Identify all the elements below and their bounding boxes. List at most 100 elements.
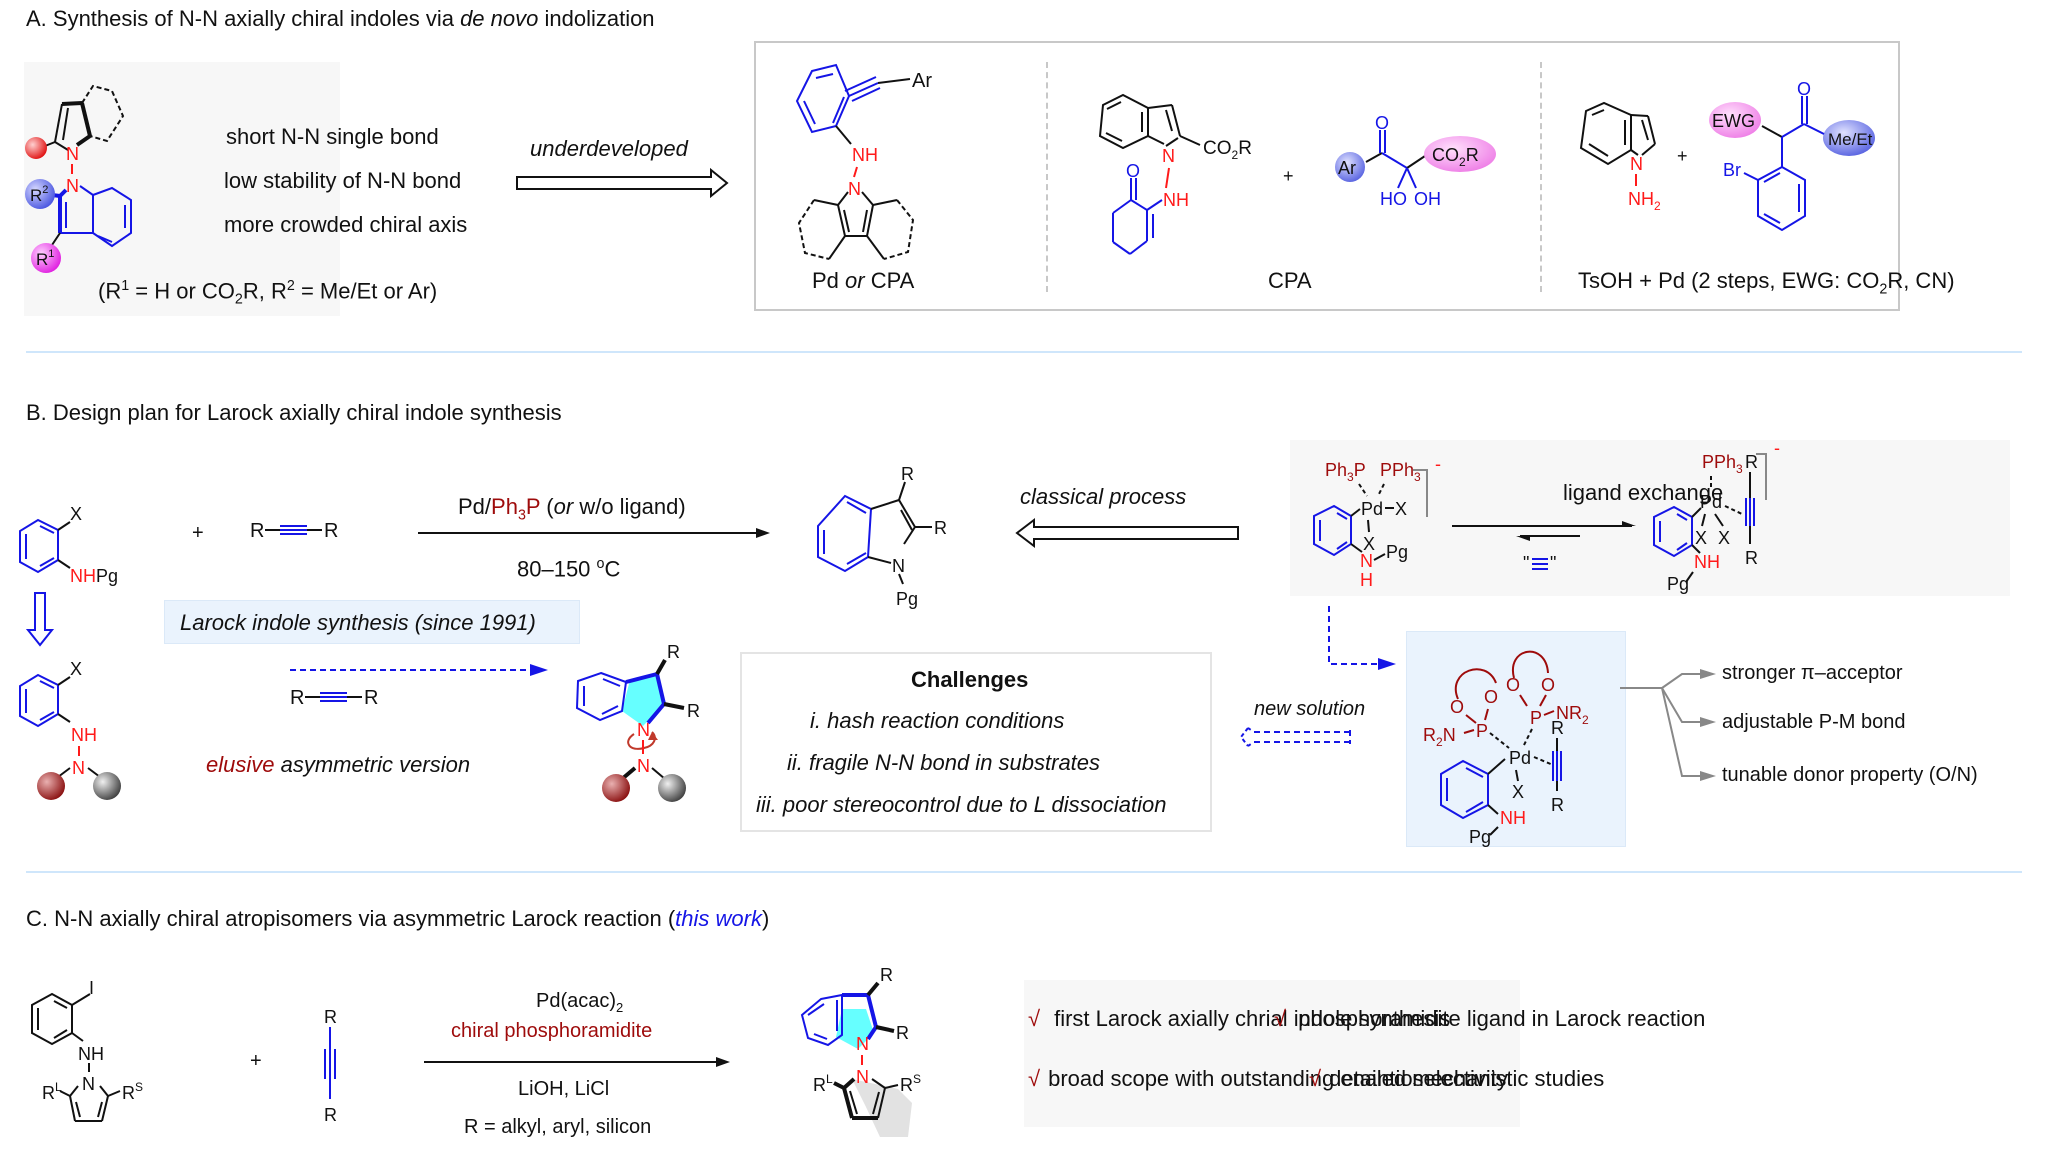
svg-text:X: X bbox=[1695, 528, 1707, 548]
svg-text:NH: NH bbox=[1694, 552, 1720, 572]
highlight-item: √first Larock axially chrial indole synt… bbox=[1028, 1006, 1451, 1031]
svg-text:+: + bbox=[1677, 146, 1688, 166]
svg-text:O: O bbox=[1126, 161, 1140, 181]
challenges-box bbox=[740, 652, 1212, 832]
svg-text:+: + bbox=[1283, 166, 1294, 186]
r-scope-label: R = alkyl, aryl, silicon bbox=[464, 1116, 652, 1138]
section-separator bbox=[26, 351, 2022, 353]
svg-text:N: N bbox=[637, 720, 650, 740]
hollow-arrow-left bbox=[1015, 517, 1239, 549]
svg-text:R: R bbox=[1745, 548, 1758, 568]
feature-text: short N-N single bond bbox=[226, 124, 439, 149]
svg-text:NH2: NH2 bbox=[1628, 189, 1661, 213]
phosphoramidite-complex-panel bbox=[1406, 631, 1626, 847]
alkynyl-aniline-carbazole-structure: Ar NH N bbox=[795, 63, 932, 260]
ligand-feature: stronger π–acceptor bbox=[1722, 662, 1903, 684]
svg-text:P: P bbox=[1530, 708, 1542, 728]
svg-text:N: N bbox=[1630, 154, 1643, 174]
new-solution-label: new solution bbox=[1254, 698, 1366, 720]
divider bbox=[1540, 62, 1542, 292]
section-separator bbox=[26, 871, 2022, 873]
plus-sign: + bbox=[250, 1050, 262, 1072]
svg-text:Pd: Pd bbox=[1509, 748, 1531, 768]
svg-text:PPh3: PPh3 bbox=[1702, 452, 1743, 476]
reaction-arrow bbox=[418, 528, 770, 538]
alkyne-structure: R R bbox=[250, 520, 338, 542]
svg-text:Me/Et: Me/Et bbox=[1828, 130, 1873, 149]
challenges-title: Challenges bbox=[911, 667, 1029, 692]
plus-sign: + bbox=[192, 522, 204, 544]
highlights-panel bbox=[1024, 980, 1520, 1127]
svg-text:X: X bbox=[1718, 528, 1730, 548]
svg-text:NH: NH bbox=[1163, 190, 1189, 210]
ligand-exchange-panel bbox=[1290, 440, 2010, 596]
svg-text:CO2R: CO2R bbox=[1203, 138, 1252, 162]
underdeveloped-label: underdeveloped bbox=[530, 136, 688, 161]
svg-text:": " bbox=[1523, 553, 1529, 573]
svg-text:N: N bbox=[66, 176, 79, 196]
n-aminoindole-ketoester-structure: N NH2 + EWG Me/Et O Br bbox=[1579, 79, 1875, 232]
classical-process-label: classical process bbox=[1020, 484, 1187, 509]
svg-text:Pg: Pg bbox=[1386, 542, 1408, 562]
ligand-feature: tunable donor property (O/N) bbox=[1722, 764, 1978, 786]
svg-text:R: R bbox=[324, 1105, 337, 1125]
svg-text:N: N bbox=[1162, 146, 1175, 166]
pd-phosphoramidite-complex: O O O O P P NR2 R2N Pd X R R NH Pg bbox=[1423, 650, 1589, 847]
svg-text:R: R bbox=[901, 464, 914, 484]
feature-text: low stability of N-N bond bbox=[224, 168, 462, 193]
section-b-title: B. Design plan for Larock axially chiral… bbox=[26, 400, 562, 425]
svg-text:R: R bbox=[880, 965, 893, 985]
r-group-definition: (R1 = H or CO2R, R2 = Me/Et or Ar) bbox=[98, 278, 438, 308]
svg-text:RS: RS bbox=[900, 1072, 921, 1095]
svg-text:RL: RL bbox=[813, 1072, 833, 1095]
reaction-arrow bbox=[424, 1057, 730, 1067]
feature-branch-arrows bbox=[1620, 669, 1716, 781]
nn-axially-chiral-product-structure: R R N N RL RS bbox=[800, 965, 921, 1137]
svg-text:RL: RL bbox=[42, 1080, 62, 1103]
svg-text:X: X bbox=[70, 504, 82, 524]
svg-text:NH: NH bbox=[1500, 808, 1526, 828]
svg-text:R: R bbox=[896, 1023, 909, 1043]
svg-text:P: P bbox=[1476, 721, 1488, 741]
section-a-title: A. Synthesis of N-N axially chiral indol… bbox=[26, 6, 655, 31]
challenge-item: iii. poor stereocontrol due to L dissoci… bbox=[756, 792, 1167, 817]
pd-complex-ligand-exchange: Ph3P PPh3 Pd X X - N H Pg " " PPh3 Pd X … bbox=[1313, 438, 1780, 594]
svg-text:N: N bbox=[637, 756, 650, 776]
svg-text:R: R bbox=[290, 687, 304, 709]
n-aminopyrrole-aniline-structure: I NH N RL RS bbox=[31, 978, 143, 1122]
prior-approaches-box bbox=[754, 41, 1900, 311]
svg-text:R: R bbox=[364, 687, 378, 709]
catalyst-label: Pd(acac)2 bbox=[536, 990, 624, 1015]
larock-conditions-bottom: 80–150 oC bbox=[517, 556, 621, 582]
svg-text:Ar: Ar bbox=[912, 70, 932, 92]
svg-text:R: R bbox=[1745, 452, 1758, 472]
sphere-gray bbox=[93, 772, 121, 800]
chiral-ligand-label: chiral phosphoramidite bbox=[451, 1020, 653, 1042]
svg-text:Pd: Pd bbox=[1700, 492, 1722, 512]
svg-text:X: X bbox=[1395, 499, 1407, 519]
svg-text:I: I bbox=[89, 978, 94, 998]
sphere-dark-red bbox=[37, 772, 65, 800]
svg-text:O: O bbox=[1484, 687, 1498, 707]
svg-text:R: R bbox=[1551, 795, 1564, 815]
larock-note-panel bbox=[164, 600, 580, 644]
svg-text:R: R bbox=[934, 518, 947, 538]
svg-text:EWG: EWG bbox=[1712, 111, 1755, 131]
approach-label: CPA bbox=[1268, 268, 1312, 293]
svg-text:O: O bbox=[1797, 79, 1811, 99]
r2-sphere bbox=[25, 179, 55, 209]
dashed-arrow-to-solution bbox=[1328, 606, 1396, 670]
svg-text:HO: HO bbox=[1380, 189, 1407, 209]
svg-text:PPh3: PPh3 bbox=[1380, 460, 1421, 484]
challenge-item: i. hash reaction conditions bbox=[810, 708, 1065, 733]
svg-text:Pg: Pg bbox=[1667, 574, 1689, 594]
challenge-item: ii. fragile N-N bond in substrates bbox=[787, 750, 1101, 775]
indole-enaminone-structure: N CO2R NH O + Ar O CO2R HO OH bbox=[1098, 93, 1496, 255]
svg-text:N: N bbox=[856, 1067, 869, 1087]
svg-text:N: N bbox=[82, 1074, 95, 1094]
ligand-feature: adjustable P-M bond bbox=[1722, 711, 1906, 733]
svg-text:NHPg: NHPg bbox=[70, 566, 118, 586]
svg-text:X: X bbox=[70, 659, 82, 679]
svg-text:N: N bbox=[892, 556, 905, 576]
svg-text:Pg: Pg bbox=[1469, 827, 1491, 847]
